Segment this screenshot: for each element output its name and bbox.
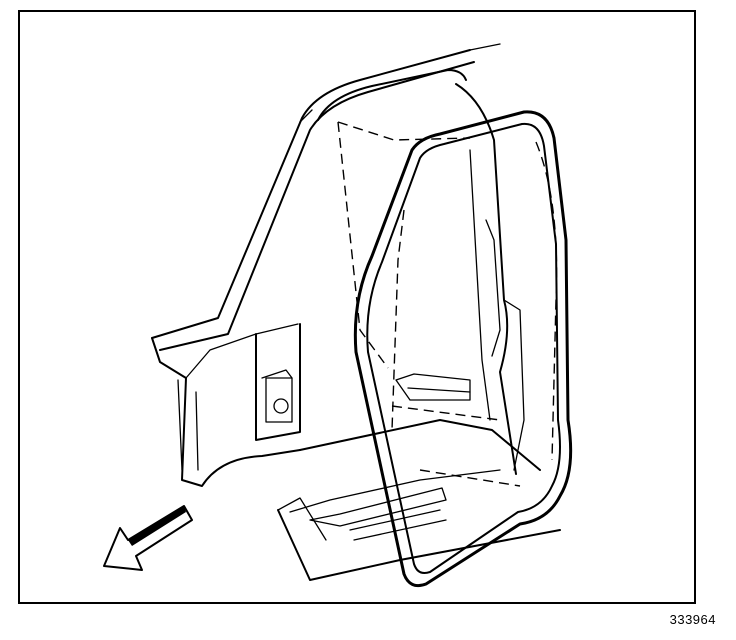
hidden-front-edge [337,121,389,369]
a-pillar-inner [159,61,475,351]
sill-plate-detail [349,509,447,541]
b-pillar-channel [485,219,501,357]
rocker-sill-outer [277,509,561,581]
rocker-sill-inner [289,469,501,513]
door-weatherstrip-seal [353,110,573,588]
hinge-bracket [265,377,293,423]
hinge-pillar [255,323,301,441]
weatherstrip-inner-loop [366,122,561,574]
hinge-bolt-hole [273,398,289,414]
hidden-floor-edge [391,405,501,421]
rocker-step [309,487,447,527]
hidden-roof-edge [337,121,471,141]
front-direction-arrow-icon [103,505,193,571]
rocker-sill-top [299,419,541,471]
rear-lower-bracket [395,373,471,401]
kick-panel-flange [185,323,299,379]
roof-rail-drip [317,69,467,121]
b-pillar-inner [469,149,491,421]
figure-id-label: 333964 [669,612,716,627]
b-pillar-flange [503,299,525,471]
rear-lower-bracket-line [407,387,471,393]
roof-rail-edge [299,43,501,123]
hidden-pillar-edge [391,209,405,431]
a-pillar-outer [151,49,471,339]
kick-panel-outline [151,337,301,487]
weatherstrip-outer-loop [353,110,573,588]
kick-panel-detail [177,379,199,471]
hidden-rocker-edge [419,469,521,487]
door-opening-frame [151,43,561,581]
hinge-bracket-top [261,369,293,379]
hidden-rear-edge [535,141,558,461]
rocker-front-lip [277,497,327,541]
